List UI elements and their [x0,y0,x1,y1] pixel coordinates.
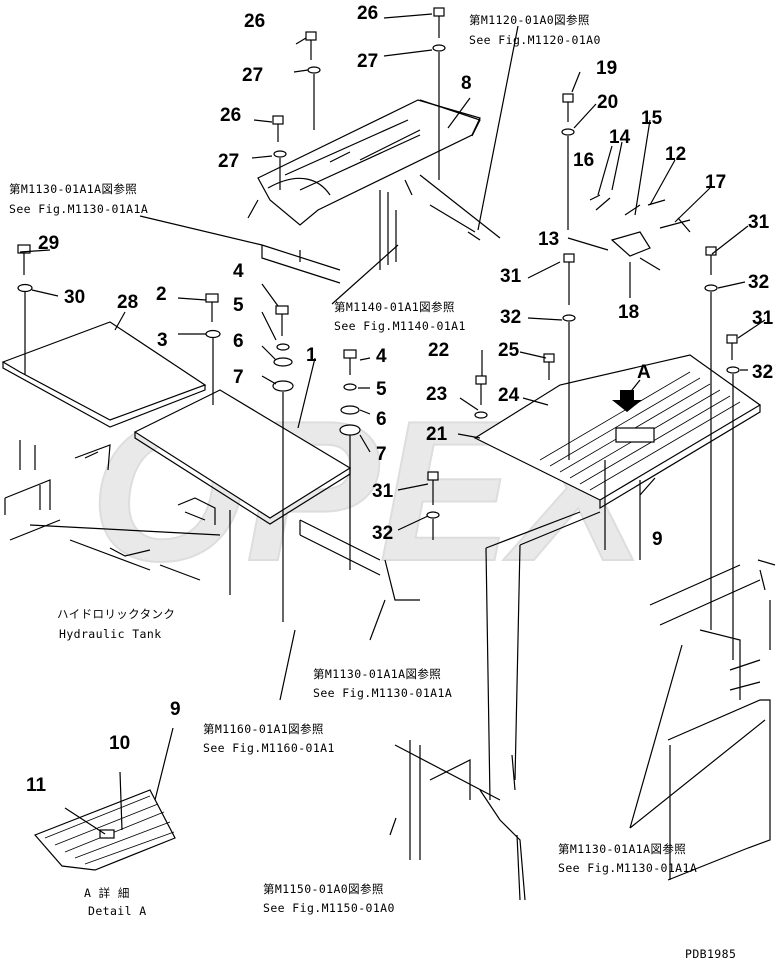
ref-m1120-jp: 第M1120-01A0図参照 [469,13,590,27]
part-17: 17 [705,172,726,193]
ref-m1140-jp: 第M1140-01A1図参照 [334,300,455,314]
part-32-right-top: 32 [748,272,769,293]
part-8: 8 [461,73,472,94]
part-11: 11 [26,775,47,796]
part-10: 10 [109,733,130,754]
cover-28 [1,321,207,428]
part-27-top: 27 [357,51,378,72]
page-code: PDB1985 [685,947,736,961]
ref-m1120-en: See Fig.M1120-01A0 [469,33,601,47]
hydraulic-tank-brackets [4,440,231,595]
ref-m1140-en: See Fig.M1140-01A1 [334,319,466,333]
ref-m1130c-jp: 第M1130-01A1A図参照 [558,842,686,856]
ref-m1150-en: See Fig.M1150-01A0 [263,901,395,915]
part-24: 24 [498,385,520,406]
part-13: 13 [538,229,559,250]
part-31-lower: 31 [372,481,394,502]
part-15: 15 [641,108,663,129]
part-29: 29 [38,233,59,254]
part-32-lower: 32 [372,523,393,544]
part-27-low: 27 [218,151,239,172]
part-16: 16 [573,150,594,171]
part-9-detail: 9 [170,699,181,720]
part-6-right: 6 [376,409,387,430]
ref-m1130b-jp: 第M1130-01A1A図参照 [313,667,441,681]
part-25: 25 [498,340,520,361]
part-23: 23 [426,384,447,405]
detail-a-jp: A 詳 細 [84,886,130,900]
ref-m1150-jp: 第M1150-01A0図参照 [263,882,384,896]
part-4-right: 4 [376,346,387,367]
part-14: 14 [609,127,631,148]
part-2: 2 [156,284,167,305]
part-1: 1 [306,345,317,366]
ref-m1130a-en: See Fig.M1130-01A1A [9,202,148,216]
part-32-center: 32 [500,307,521,328]
part-3: 3 [157,330,168,351]
part-32-right-mid: 32 [752,362,773,383]
part-21: 21 [426,424,448,445]
hydraulic-tank-en: Hydraulic Tank [59,627,162,641]
part-5-right: 5 [376,379,387,400]
ref-m1160-en: See Fig.M1160-01A1 [203,741,335,755]
misc-labels: ハイドロリックタンク Hydraulic Tank A 詳 細 Detail A… [57,607,736,961]
leader-lines [19,13,766,836]
arrow-a-label: A [637,362,651,383]
figure-references: 第M1120-01A0図参照 See Fig.M1120-01A0 第M1130… [9,13,697,915]
part-9-main: 9 [652,529,663,550]
part-19: 19 [596,58,617,79]
floor-plate-9 [473,354,762,510]
detail-a-en: Detail A [88,904,147,918]
part-18: 18 [618,302,639,323]
hydraulic-tank-jp: ハイドロリックタンク [57,607,175,621]
part-31-right-top: 31 [748,212,770,233]
part-22: 22 [428,340,449,361]
part-number-labels: 26 26 27 27 8 26 27 19 20 15 14 16 12 17… [26,3,774,796]
part-5-left: 5 [233,295,244,316]
top-cover-plate [257,99,501,284]
part-6-left: 6 [233,331,244,352]
part-12: 12 [665,144,686,165]
detail-a-figure [33,789,176,871]
arrow-a [612,390,642,412]
part-28: 28 [117,292,138,313]
ref-m1130a-jp: 第M1130-01A1A図参照 [9,182,137,196]
part-26-low: 26 [220,105,241,126]
part-26-mid: 26 [244,11,265,32]
part-4-left: 4 [233,261,244,282]
frame-lines [299,460,776,901]
part-31-right-mid: 31 [752,308,774,329]
part-31-center: 31 [500,266,522,287]
part-7-left: 7 [233,367,244,388]
ref-m1160-jp: 第M1160-01A1図参照 [203,722,324,736]
ref-m1130b-en: See Fig.M1130-01A1A [313,686,452,700]
part-26-top: 26 [357,3,378,24]
part-27-mid: 27 [242,65,263,86]
part-20: 20 [597,92,618,113]
ref-m1130c-en: See Fig.M1130-01A1A [558,861,697,875]
hardware-glyphs [17,7,740,660]
part-7-right: 7 [376,444,387,465]
part-30: 30 [64,287,85,308]
